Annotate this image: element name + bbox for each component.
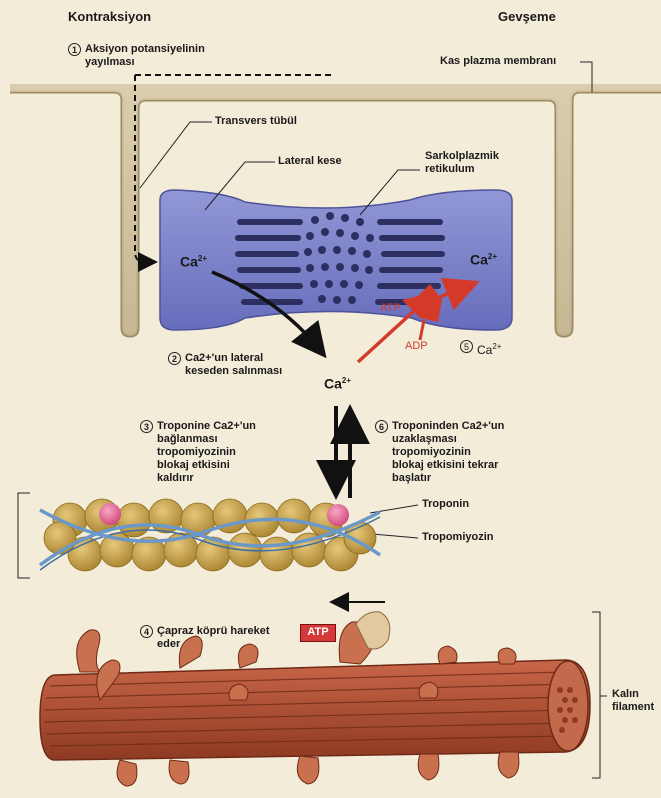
lateral-sac-label: Lateral kese xyxy=(278,155,342,168)
step-6-label: 6 Troponinden Ca2+'un uzaklaşması tropomi… xyxy=(375,420,504,485)
step-6-number: 6 xyxy=(375,420,388,433)
transverse-tubule-label: Transvers tübül xyxy=(215,115,297,128)
sr-label-line2: retikulum xyxy=(425,163,475,175)
step-3-line3: tropomiyozinin xyxy=(157,446,236,458)
step-6-line4: blokaj etkisini tekrar xyxy=(392,459,498,471)
thick-filament-line2: filament xyxy=(612,701,654,713)
sr-label-line1: Sarkolplazmik xyxy=(425,150,499,162)
step-3-line1: Troponine Ca2+'un xyxy=(157,420,256,432)
troponin-label: Troponin xyxy=(422,498,469,511)
ca-left-label: Ca2+ xyxy=(180,252,207,269)
ca-left-sup: 2+ xyxy=(198,254,207,263)
step-3-number: 3 xyxy=(140,420,153,433)
step-4-line1: Çapraz köprü hareket xyxy=(157,625,269,637)
step-5-label: 5 Ca2+ xyxy=(460,340,501,357)
atp-pump-label: ATP xyxy=(380,302,401,315)
ca-left-text: Ca xyxy=(180,254,198,270)
step-1-line1: Aksiyon potansiyelinin xyxy=(85,43,205,55)
step-5-number: 5 xyxy=(460,340,473,353)
step-1-number: 1 xyxy=(68,43,81,56)
plasma-membrane-label: Kas plazma membranı xyxy=(440,55,556,68)
sarcoplasmic-reticulum xyxy=(160,190,512,330)
step-5-text: Ca xyxy=(477,343,492,357)
ca-center-text: Ca xyxy=(324,376,342,392)
step-5-sup: 2+ xyxy=(492,342,501,351)
ca-right-label: Ca2+ xyxy=(470,250,497,267)
step-3-line2: bağlanması xyxy=(157,433,218,445)
step-3-line4: blokaj etkisini xyxy=(157,459,230,471)
atp-box: ATP xyxy=(300,624,336,642)
step-6-line2: uzaklaşması xyxy=(392,433,457,445)
ca-right-sup: 2+ xyxy=(488,252,497,261)
step-3-line5: kaldırır xyxy=(157,472,194,484)
vertical-arrows xyxy=(336,406,350,498)
ca-center-label: Ca2+ xyxy=(324,374,351,391)
step-2-line1: Ca2+'un lateral xyxy=(185,352,263,364)
tropomyosin-label: Tropomiyozin xyxy=(422,531,494,544)
step-1-line2: yayılması xyxy=(85,56,135,68)
step-4-label: 4 Çapraz köprü hareket eder xyxy=(140,625,269,651)
sarcoplasmic-reticulum-label: Sarkolplazmik retikulum xyxy=(425,150,499,176)
step-2-number: 2 xyxy=(168,352,181,365)
step-6-line5: başlatır xyxy=(392,472,431,484)
troponin-right xyxy=(327,504,349,526)
thin-filament xyxy=(40,499,380,571)
step-4-number: 4 xyxy=(140,625,153,638)
thick-filament-label: Kalın filament xyxy=(612,688,654,714)
step-6-line3: tropomiyozinin xyxy=(392,446,471,458)
ca-right-text: Ca xyxy=(470,252,488,268)
step-2-line2: keseden salınması xyxy=(185,365,282,377)
step-3-label: 3 Troponine Ca2+'un bağlanması tropomiyoz… xyxy=(140,420,256,485)
contraction-header: Kontraksiyon xyxy=(68,10,151,23)
adp-label: ADP xyxy=(405,340,428,353)
thick-filament-line1: Kalın xyxy=(612,688,639,700)
troponin-left xyxy=(99,503,121,525)
ca-center-sup: 2+ xyxy=(342,376,351,385)
step-4-line2: eder xyxy=(157,638,180,650)
step-6-line1: Troponinden Ca2+'un xyxy=(392,420,504,432)
step-1-label: 1 Aksiyon potansiyelinin yayılması xyxy=(68,43,205,69)
step-2-label: 2 Ca2+'un lateral keseden salınması xyxy=(168,352,282,378)
relaxation-header: Gevşeme xyxy=(498,10,556,23)
